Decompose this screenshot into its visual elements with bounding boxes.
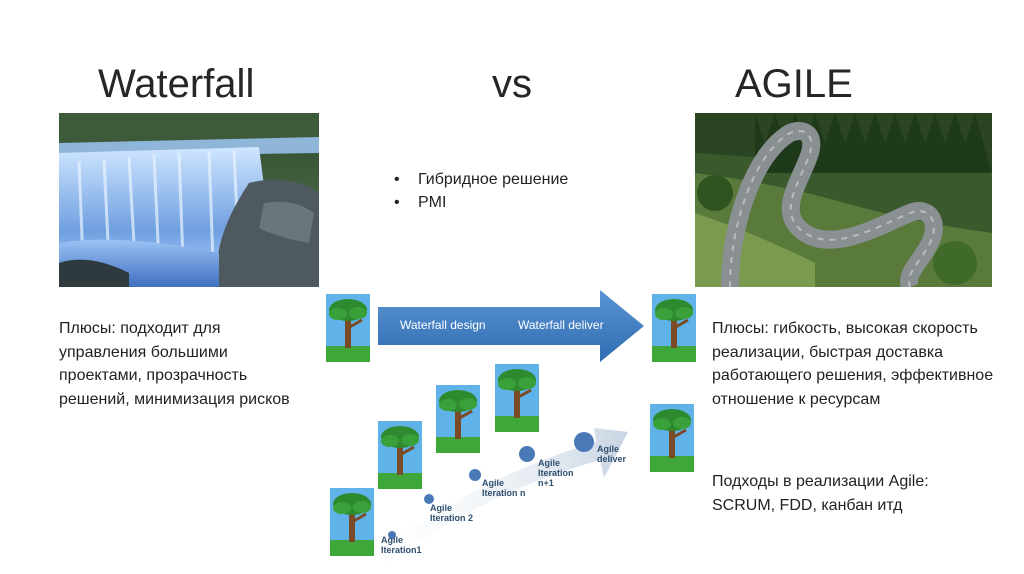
title-agile: AGILE	[735, 62, 853, 106]
waterfall-deliver-label: Waterfall deliver	[518, 318, 604, 332]
agile-node-3	[469, 469, 481, 481]
agile-node-5	[574, 432, 594, 452]
waterfall-photo	[59, 113, 319, 287]
agile-approaches-text: Подходы в реализации Agile: SCRUM, FDD, …	[712, 473, 929, 514]
waterfall-vs-agile-diagram: Waterfall design Waterfall deliver Agile…	[326, 282, 698, 567]
tree-tile-agile-2	[378, 421, 422, 489]
tree-tile-agile-end	[650, 404, 694, 472]
agile-curved-arrow	[374, 428, 628, 564]
agile-pros-text: Плюсы: гибкость, высокая скорость реализ…	[712, 320, 994, 408]
title-waterfall: Waterfall	[98, 62, 255, 106]
mountain-road-photo	[695, 113, 992, 287]
agile-node-2	[424, 494, 434, 504]
bullet-pmi: PMI	[392, 191, 568, 214]
agile-node-1	[388, 531, 396, 539]
waterfall-pros-text: Плюсы: подходит для управления большими …	[59, 320, 290, 408]
title-vs: vs	[492, 62, 532, 106]
waterfall-design-label: Waterfall design	[400, 318, 486, 332]
tree-tile-agile-1	[330, 488, 374, 556]
tree-tile-agile-4	[495, 364, 539, 432]
waterfall-arrow	[378, 290, 644, 362]
tree-tile-agile-3	[436, 385, 480, 453]
agile-node-4	[519, 446, 535, 462]
middle-bullet-list: Гибридное решение PMI	[392, 168, 568, 214]
bullet-hybrid: Гибридное решение	[392, 168, 568, 191]
tree-tile-waterfall-end	[652, 294, 696, 362]
tree-tile-waterfall-start	[326, 294, 370, 362]
